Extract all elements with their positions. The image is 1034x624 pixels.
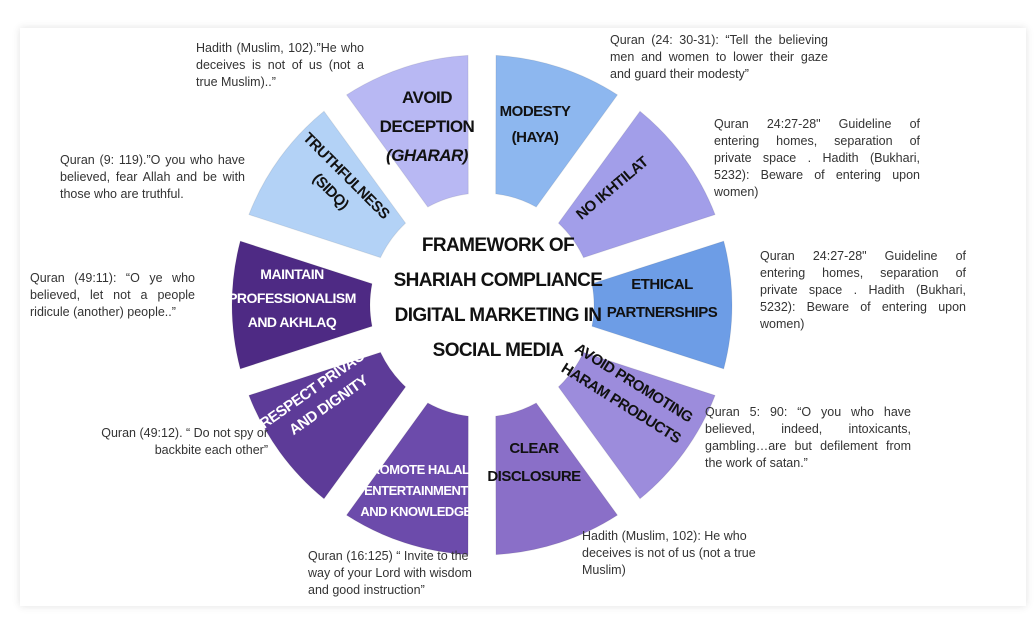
- label-line: (HAYA): [512, 129, 559, 146]
- note-modesty: Quran (24: 30-31): “Tell the believing m…: [610, 33, 828, 81]
- sector-no-ikhtilat: [557, 110, 716, 259]
- label-modesty: MODESTY (HAYA): [500, 103, 572, 146]
- sector-maintain-professionalism: [231, 240, 373, 370]
- label-line: CLEAR: [509, 440, 559, 457]
- label-line: ENTERTAINMENT: [364, 483, 468, 498]
- label-line: DISCLOSURE: [487, 468, 581, 485]
- note-disclosure: Hadith (Muslim, 102): He who deceives is…: [582, 529, 756, 577]
- note-ethical: Quran 24:27-28" Guideline of entering ho…: [760, 249, 966, 331]
- sector-clear-disclosure: [495, 402, 619, 556]
- title-line: FRAMEWORK OF: [422, 235, 574, 256]
- title-line: DIGITAL MARKETING IN: [395, 305, 602, 326]
- sector-modesty: [495, 54, 619, 208]
- label-maintain-professionalism: MAINTAIN PROFESSIONALISM AND AKHLAQ: [228, 266, 356, 330]
- label-line: AND KNOWLEDGE: [360, 504, 472, 519]
- label-avoid-deception: AVOID DECEPTION (GHARAR): [380, 88, 475, 165]
- sector-ethical-partnerships: [591, 240, 733, 370]
- label-line: PROMOTE HALAL: [363, 462, 470, 477]
- center-title: FRAMEWORK OF SHARIAH COMPLIANCE DIGITAL …: [394, 235, 603, 361]
- title-line: SHARIAH COMPLIANCE: [394, 270, 603, 291]
- note-no-ikhtilat: Quran 24:27-28" Guideline of entering ho…: [714, 117, 920, 199]
- label-line: DECEPTION: [380, 117, 475, 136]
- label-line: PROFESSIONALISM: [228, 290, 356, 306]
- sector-promote-halal: [345, 402, 469, 556]
- label-line: PARTNERSHIPS: [607, 304, 718, 321]
- sector-respect-privacy: [248, 351, 407, 500]
- title-line: SOCIAL MEDIA: [433, 340, 565, 361]
- note-haram: Quran 5: 90: “O you who have believed, i…: [705, 405, 911, 470]
- note-maintain: Quran (49:11): “O ye who believed, let n…: [30, 271, 195, 319]
- note-privacy: Quran (49:12). “ Do not spy or backbite …: [101, 426, 268, 457]
- sector-avoid-deception: [345, 54, 469, 208]
- label-ethical-partnerships: ETHICAL PARTNERSHIPS: [607, 276, 718, 321]
- label-clear-disclosure: CLEAR DISCLOSURE: [487, 440, 581, 485]
- label-line: MODESTY: [500, 103, 571, 120]
- note-truthfulness: Quran (9: 119).”O you who have believed,…: [60, 153, 245, 201]
- sector-truthfulness: [248, 110, 407, 259]
- label-line: (GHARAR): [386, 146, 469, 165]
- label-promote-halal: PROMOTE HALAL ENTERTAINMENT AND KNOWLEDG…: [360, 462, 473, 519]
- sector-avoid-promoting-haram: [557, 351, 716, 500]
- note-halal: Quran (16:125) “ Invite to the way of yo…: [308, 549, 472, 597]
- label-line: AVOID: [402, 88, 452, 107]
- label-line: ETHICAL: [631, 276, 693, 293]
- note-deception: Hadith (Muslim, 102).”He who deceives is…: [196, 41, 364, 89]
- label-line: MAINTAIN: [260, 266, 324, 282]
- label-line: AND AKHLAQ: [248, 314, 337, 330]
